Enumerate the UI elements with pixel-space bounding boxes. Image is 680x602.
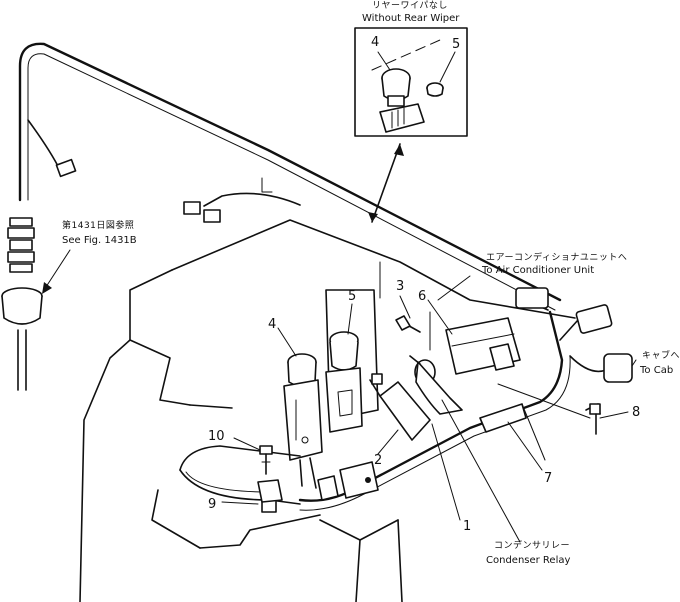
inset-caption-en: Without Rear Wiper [362,13,460,24]
leader-lines [221,275,637,543]
callout-7: 7 [544,471,553,486]
aircon-ref-en: To Air Conditioner Unit [482,265,595,276]
callout-4: 4 [268,317,277,332]
inset-without-rear-wiper [354,27,468,137]
fig-ref-en: See Fig. 1431B [62,235,137,246]
switch-5-assembly [325,289,379,433]
bolt-3 [395,295,421,333]
inset-callout-5: 5 [452,37,461,52]
cab-ref-en: To Cab [640,365,674,376]
callout-8: 8 [632,405,641,420]
lower-harness-clamp-9 [179,445,301,513]
switch-4-assembly [283,353,323,489]
cab-panel-outline [79,219,576,602]
center-connectors [317,461,379,501]
callout-10: 10 [208,429,225,444]
fig-ref-jp: 第1431日図参照 [62,221,135,231]
top-branch-connectors [183,177,301,223]
cab-ref-jp: キャブへ [642,351,680,361]
callout-3: 3 [396,279,405,294]
aircon-ref-jp: エアーコンディショナユニットへ [486,253,628,263]
overhead-harness [1,42,562,391]
callout-5: 5 [348,289,357,304]
main-harness [298,287,633,511]
inset-caption-jp: リヤーワイパなし [372,1,448,11]
inset-callout-4: 4 [371,35,380,50]
relay-2 [369,373,431,441]
condenser-relay-en: Condenser Relay [486,555,571,566]
condenser-relay-jp: コンデンサリレー [494,541,571,551]
screw-10 [259,445,273,475]
callout-1: 1 [463,519,472,534]
callout-2: 2 [374,453,383,468]
condenser-relay [409,355,463,415]
inset-arrow [368,143,404,223]
component-6-box [445,317,521,375]
callout-9: 9 [208,497,217,512]
callout-6: 6 [418,289,427,304]
